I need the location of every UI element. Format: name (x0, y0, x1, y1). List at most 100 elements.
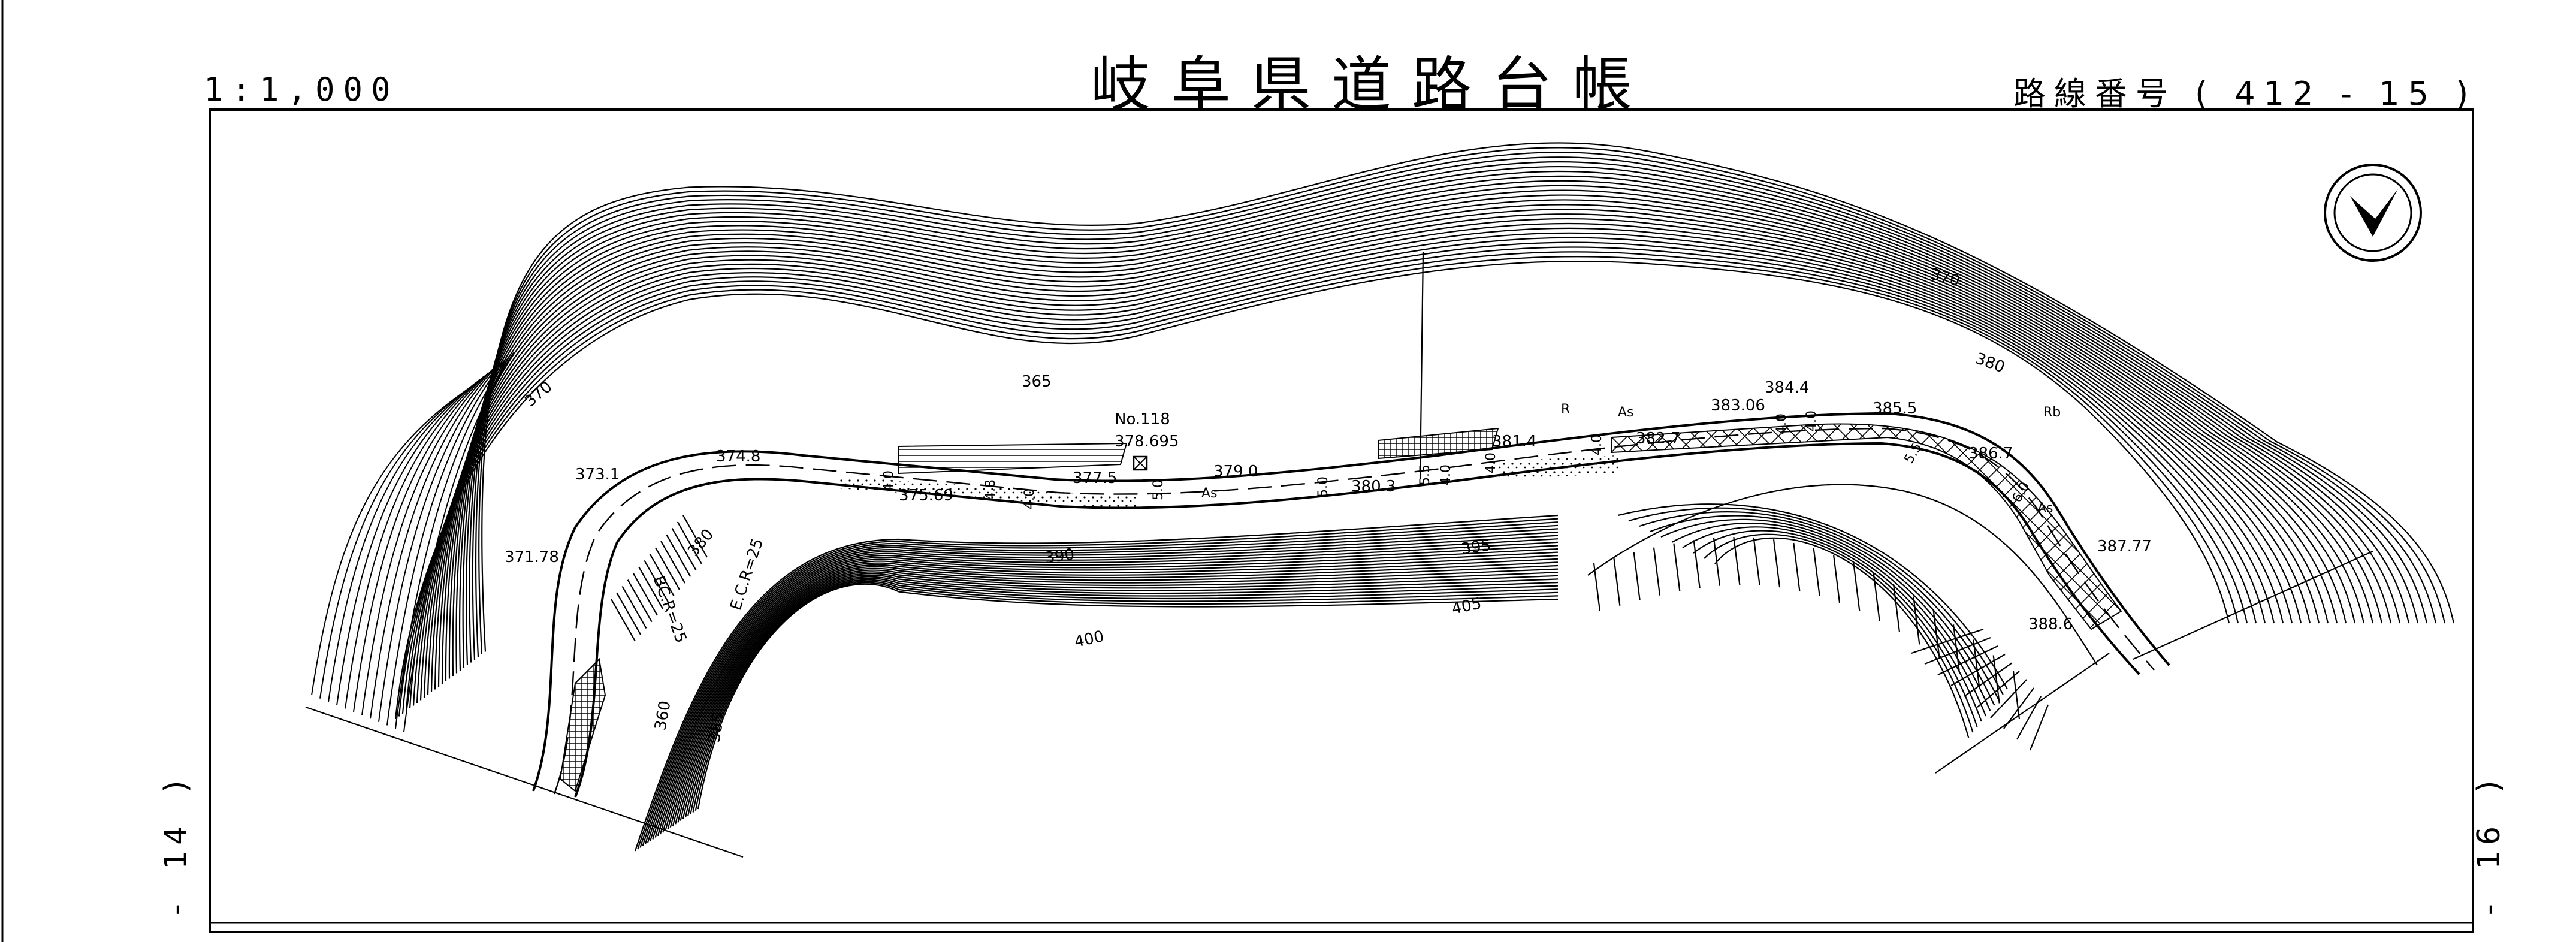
map-title: 岐阜県道路台帳 (1091, 50, 1653, 120)
contour-line (1704, 533, 1974, 733)
contour-line (697, 583, 1559, 810)
contour-line (1628, 507, 2004, 695)
slope-hatch-line (1964, 662, 2013, 697)
slope-hatch-line (1990, 679, 2027, 718)
slope-hatch-line (1892, 584, 1901, 632)
width-label: 4.0 (1439, 464, 1454, 485)
contour-label: 370 (1928, 265, 1962, 291)
contour-line (680, 573, 1559, 821)
width-label: 5.0 (1316, 476, 1331, 497)
contour-line (478, 147, 2446, 655)
surface-label: Rb (2043, 405, 2061, 420)
contour-line (684, 576, 1559, 818)
contour-line (1617, 503, 2008, 690)
slope-hatch-line (627, 579, 653, 623)
slope-hatch-line (1693, 540, 1701, 588)
contour-line (1693, 530, 1978, 727)
slope-hatch-line (638, 566, 664, 609)
slope-hatch-line (1593, 563, 1601, 612)
station-marker (1133, 455, 1148, 471)
contour-line (687, 578, 1559, 816)
contour-line (682, 574, 1559, 820)
elev-label: 377.5 (1073, 469, 1117, 487)
contour-line (475, 152, 2437, 657)
slope-hatch-line (1613, 557, 1621, 606)
slope-hatch-line (677, 521, 702, 564)
contour-line (642, 524, 1559, 846)
slope-hatch-line (682, 515, 708, 558)
contour-line (667, 558, 1559, 829)
width-label: 4.8 (983, 479, 998, 500)
slope-hatch-line (644, 560, 669, 603)
contour-line (654, 541, 1559, 838)
contour-line (311, 389, 468, 696)
contour-line (675, 568, 1559, 825)
contour-line (445, 194, 2356, 682)
contour-label: 380 (1973, 349, 2007, 376)
route-number: 路線番号 ( 412 - 15 ) (2013, 75, 2477, 113)
contour-line (370, 366, 497, 719)
contour-line (652, 538, 1559, 840)
slope-hatch-line (1813, 548, 1820, 596)
contour-line (662, 551, 1559, 833)
elev-label: 374.8 (716, 448, 760, 466)
map-frame (209, 108, 2474, 933)
surface-label: As (2037, 501, 2053, 516)
slope-hatch-line (1913, 596, 1920, 645)
contour-line (448, 189, 2365, 679)
contour-label: 365 (1022, 373, 1052, 391)
north-arrow-icon (2324, 164, 2422, 262)
survey-line (1419, 251, 1424, 480)
slope-hatch-line (1733, 536, 1741, 585)
boundary-line (305, 550, 2373, 858)
elev-label: 381.4 (1492, 433, 1536, 451)
wall-boundary (1587, 484, 2098, 666)
contour-line (1650, 515, 1995, 706)
contour-line (466, 165, 2410, 666)
width-label: 4.0 (1590, 434, 1605, 455)
slope-hatch-line (1832, 554, 1841, 603)
contour-line (434, 209, 2329, 690)
contour-line (427, 218, 2311, 695)
width-label: 5.0 (1151, 479, 1166, 500)
contour-line (345, 375, 485, 709)
contour-line (403, 352, 514, 732)
elev-label: 388.6 (2028, 615, 2073, 633)
contour-line (481, 142, 2455, 652)
scale-label: 1:1,000 (204, 71, 399, 108)
slope-hatch-line (632, 573, 658, 616)
slope-hatch-line (2029, 704, 2049, 751)
contour-label: 400 (1073, 627, 1106, 651)
contour-line (637, 518, 1559, 850)
elev-label: 382.7 (1636, 430, 1680, 448)
width-label: 4.0 (1774, 413, 1789, 434)
contour-line (677, 571, 1559, 823)
contour-label: 405 (1450, 594, 1483, 618)
contour-line (395, 355, 510, 729)
station-elevation: 378.695 (1115, 433, 1179, 451)
width-label: 4.0 (881, 470, 896, 491)
elev-label: 380.3 (1351, 478, 1396, 496)
contour-line (398, 256, 2239, 717)
contour-line (437, 204, 2338, 687)
slope-hatch-line (1772, 539, 1781, 588)
contour-line (319, 385, 472, 699)
contour-line (665, 555, 1559, 831)
slope-hatch-line (1992, 655, 2000, 704)
contour-line (1639, 511, 2000, 701)
surface-label: As (1201, 486, 1218, 501)
slope-hatch-line (654, 547, 680, 590)
contour-line (647, 531, 1559, 843)
contour-label: 380 (684, 526, 717, 560)
slope-hatch-line (1653, 547, 1661, 596)
contour-line (401, 251, 2248, 714)
slope-hatch-line (1924, 636, 1991, 665)
elev-label: 375.69 (899, 487, 953, 505)
contour-line (659, 548, 1559, 835)
slope-hatch-line (1673, 543, 1681, 591)
slope-hatch-line (1911, 628, 1984, 654)
slope-hatching (305, 251, 2373, 858)
contour-line (378, 362, 502, 722)
elev-label: 386.7 (1968, 445, 2013, 463)
